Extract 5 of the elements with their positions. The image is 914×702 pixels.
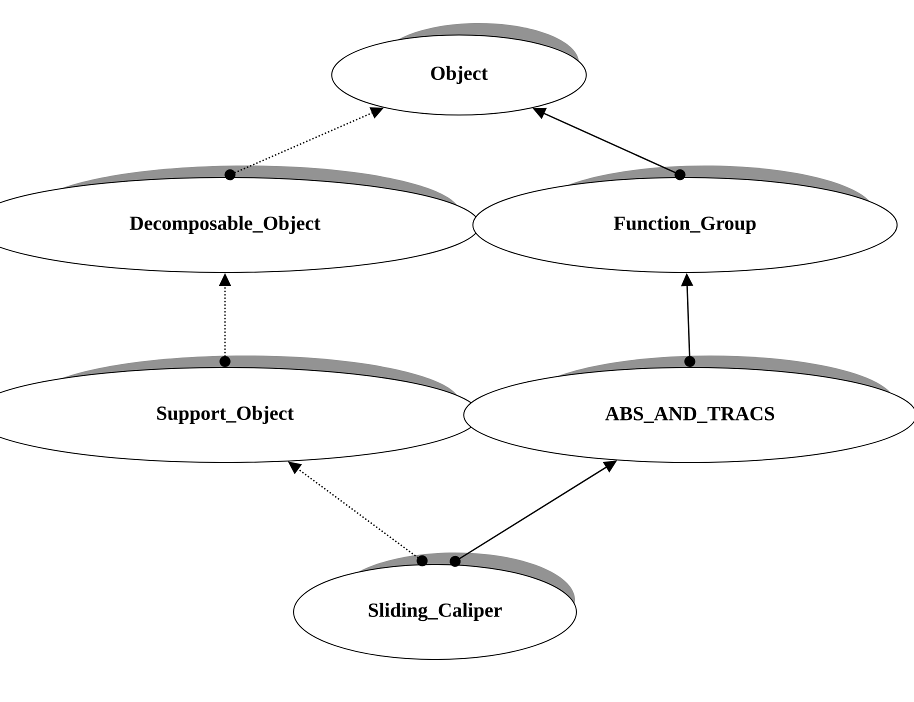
ellipse-node: Function_Group [472,166,898,273]
ellipse-node: Object [331,23,587,116]
node-label: ABS_AND_TRACS [605,406,774,423]
ellipse-node: ABS_AND_TRACS [463,356,914,463]
ellipse-node: Sliding_Caliper [293,552,577,660]
